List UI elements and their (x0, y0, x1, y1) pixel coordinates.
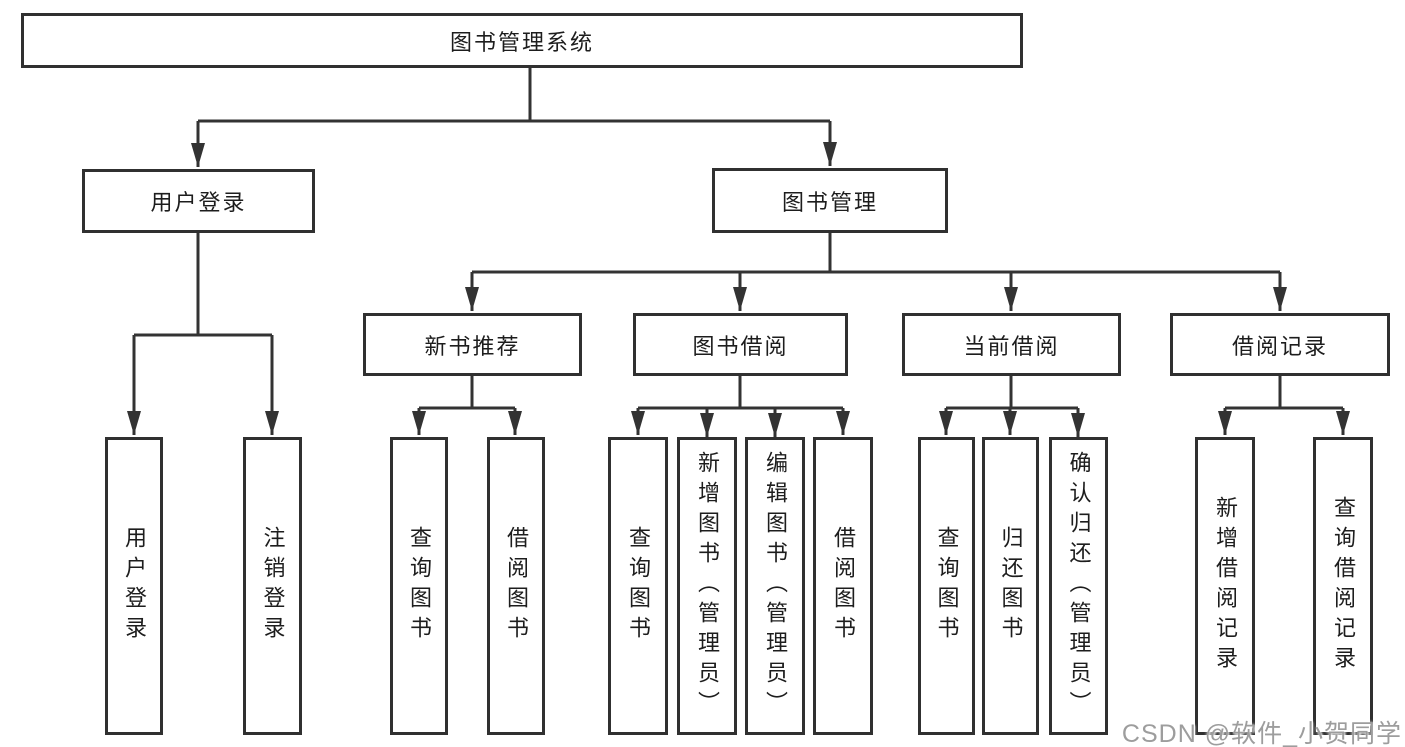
node-user-login-label: 用户登录 (150, 190, 247, 215)
leaf-user-login-label: 用户登录 (122, 526, 147, 646)
leaf-bb-add-books-admin-label: 新增图书（管理员） (695, 451, 720, 721)
leaf-nbr-query-books-label: 查询图书 (407, 526, 432, 646)
leaf-bb-edit-books-admin-label: 编辑图书（管理员） (763, 451, 788, 721)
leaf-bb-add-books-admin: 新增图书（管理员） (677, 437, 737, 735)
leaf-user-login: 用户登录 (105, 437, 163, 735)
watermark: CSDN @软件_小贺同学 (1121, 720, 1402, 747)
node-current-borrow: 当前借阅 (902, 313, 1121, 376)
leaf-br-query-record-label: 查询借阅记录 (1331, 496, 1356, 676)
leaf-nbr-query-books: 查询图书 (390, 437, 448, 735)
leaf-bb-borrow-books-label: 借阅图书 (831, 526, 856, 646)
node-borrow-records: 借阅记录 (1170, 313, 1390, 376)
leaf-nbr-borrow-books: 借阅图书 (487, 437, 545, 735)
node-new-book-recommend-label: 新书推荐 (424, 333, 521, 359)
node-book-borrow-label: 图书借阅 (692, 333, 789, 359)
leaf-cb-return-books: 归还图书 (982, 437, 1039, 735)
leaf-bb-query-books-label: 查询图书 (626, 526, 651, 646)
leaf-bb-query-books: 查询图书 (608, 437, 668, 735)
node-borrow-records-label: 借阅记录 (1231, 333, 1328, 359)
node-book-borrow: 图书借阅 (633, 313, 848, 376)
leaf-logout-login-label: 注销登录 (260, 526, 286, 646)
leaf-logout-login: 注销登录 (243, 437, 302, 735)
leaf-cb-query-books: 查询图书 (918, 437, 975, 735)
leaf-bb-edit-books-admin: 编辑图书（管理员） (745, 437, 805, 735)
connector-group (127, 68, 1350, 437)
leaf-cb-query-books-label: 查询图书 (934, 526, 960, 646)
leaf-br-query-record: 查询借阅记录 (1313, 437, 1373, 735)
node-user-login: 用户登录 (82, 169, 315, 233)
node-new-book-recommend: 新书推荐 (363, 313, 582, 376)
node-book-management-label: 图书管理 (781, 189, 878, 215)
leaf-cb-return-books-label: 归还图书 (998, 526, 1024, 646)
leaf-br-add-record-label: 新增借阅记录 (1213, 496, 1238, 676)
leaf-cb-confirm-return-admin: 确认归还（管理员） (1049, 437, 1108, 735)
node-root-label: 图书管理系统 (449, 29, 594, 55)
node-book-management: 图书管理 (712, 168, 948, 233)
node-root: 图书管理系统 (21, 13, 1023, 68)
leaf-br-add-record: 新增借阅记录 (1195, 437, 1255, 735)
leaf-nbr-borrow-books-label: 借阅图书 (504, 526, 529, 646)
leaf-bb-borrow-books: 借阅图书 (813, 437, 873, 735)
leaf-cb-confirm-return-admin-label: 确认归还（管理员） (1066, 451, 1092, 721)
node-current-borrow-label: 当前借阅 (963, 333, 1060, 359)
